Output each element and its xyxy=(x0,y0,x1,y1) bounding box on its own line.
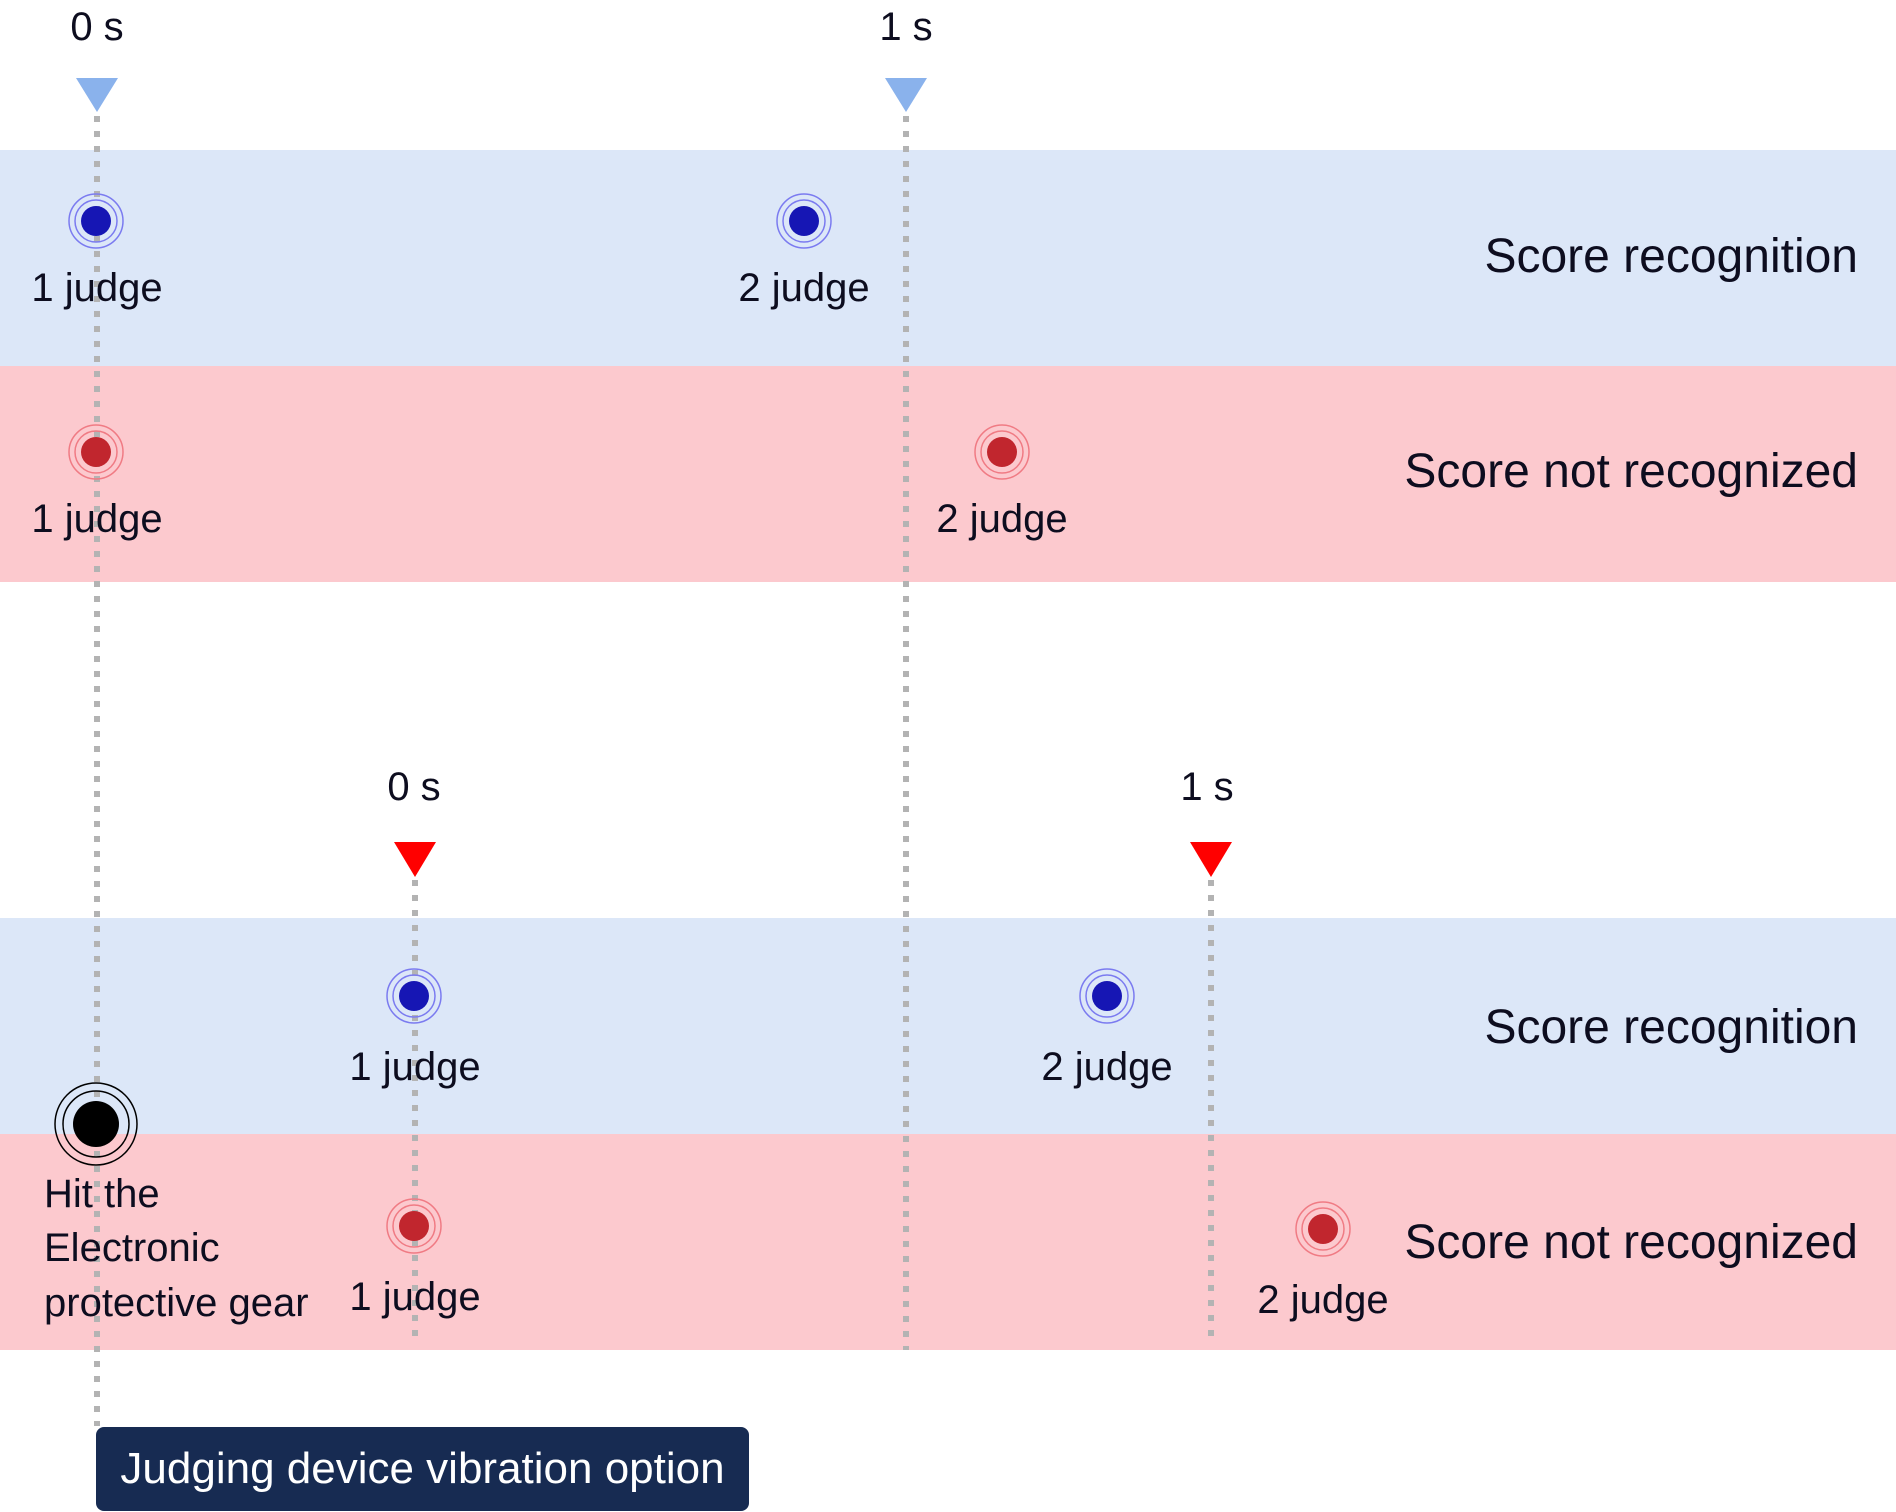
time-marker-triangle-icon xyxy=(394,842,436,877)
hit-event-label-line: Electronic xyxy=(44,1226,220,1270)
event-label: 2 judge xyxy=(1041,1045,1172,1089)
event-label: 1 judge xyxy=(349,1045,480,1089)
event-red-dot xyxy=(68,424,124,480)
row-label-score-not-recognized: Score not recognized xyxy=(1404,1216,1858,1269)
event-blue-dot xyxy=(776,193,832,249)
band-score-not-recognized-1 xyxy=(0,366,1896,582)
hit-event-label-line: Hit the xyxy=(44,1172,160,1216)
event-red-dot xyxy=(1295,1201,1351,1257)
hit-event-label: Hit the Electronic protective gear xyxy=(44,1172,309,1325)
vibration-option-label: Judging device vibration option xyxy=(120,1444,725,1493)
time-label: 1 s xyxy=(879,5,932,49)
event-red-dot xyxy=(386,1198,442,1254)
event-blue-dot xyxy=(386,968,442,1024)
event-label: 1 judge xyxy=(31,266,162,310)
time-marker-triangle-icon xyxy=(885,78,927,112)
event-label: 1 judge xyxy=(349,1275,480,1319)
time-label: 0 s xyxy=(70,5,123,49)
time-label: 1 s xyxy=(1180,765,1233,809)
row-label-score-recognition: Score recognition xyxy=(1484,230,1858,283)
event-blue-dot xyxy=(68,193,124,249)
vibration-option-box: Judging device vibration option xyxy=(96,1427,749,1511)
time-label: 0 s xyxy=(387,765,440,809)
hit-event-dot xyxy=(54,1082,138,1166)
event-blue-dot xyxy=(1079,968,1135,1024)
time-marker-triangle-icon xyxy=(1190,842,1232,877)
event-red-dot xyxy=(974,424,1030,480)
band-score-not-recognized-2 xyxy=(0,1134,1896,1350)
hit-event-label-line: protective gear xyxy=(44,1281,309,1325)
event-label: 2 judge xyxy=(1257,1278,1388,1322)
row-label-score-recognition: Score recognition xyxy=(1484,1001,1858,1054)
event-label: 2 judge xyxy=(738,266,869,310)
event-label: 2 judge xyxy=(936,497,1067,541)
row-label-score-not-recognized: Score not recognized xyxy=(1404,445,1858,498)
band-score-recognition-2 xyxy=(0,918,1896,1134)
time-marker-triangle-icon xyxy=(76,78,118,112)
band-score-recognition-1 xyxy=(0,150,1896,366)
event-label: 1 judge xyxy=(31,497,162,541)
